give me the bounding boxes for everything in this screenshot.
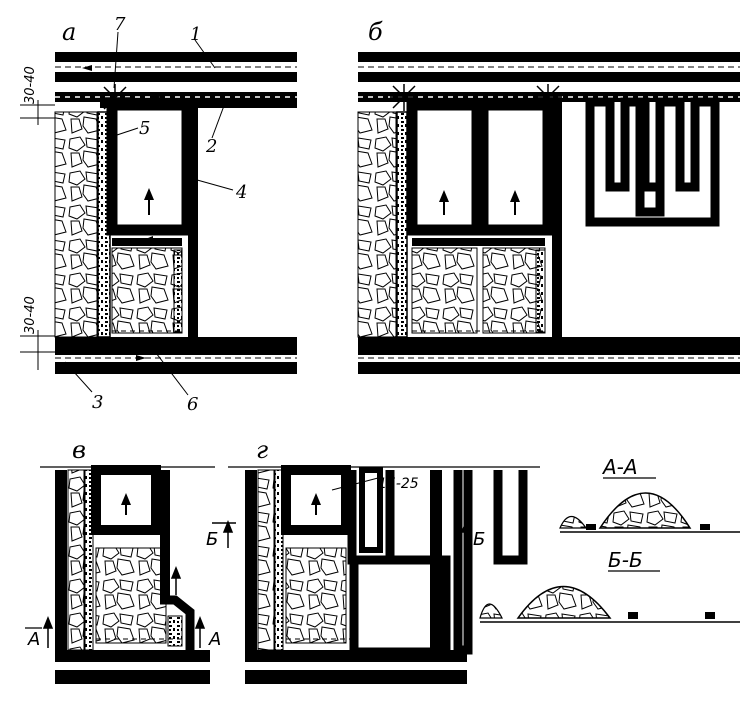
drift-3 <box>55 337 297 355</box>
callout-7: 7 <box>114 14 126 35</box>
stope-b1 <box>406 99 483 236</box>
section-bb-title: Б-Б <box>608 548 643 572</box>
callout-3: 3 <box>92 392 103 413</box>
panel-a: а 1 2 3 4 5 6 7 30-40 30-40 <box>20 14 297 415</box>
section-mark-b-right: Б <box>473 529 485 550</box>
drift-1-bottom <box>55 72 297 82</box>
goaf-rock-right <box>357 111 397 338</box>
dimension-bottom <box>20 330 55 370</box>
callout-1: 1 <box>190 24 201 45</box>
goaf-rock-left <box>54 111 98 338</box>
panel-label-v: в <box>72 436 86 464</box>
callout-5: 5 <box>139 118 150 139</box>
section-bb: Б-Б <box>479 548 740 623</box>
panel-label-b: б <box>368 18 383 46</box>
panel-b: б <box>357 18 740 374</box>
section-aa-title: А-А <box>601 455 638 479</box>
section-mark-a-right: А <box>208 629 221 650</box>
dimension-bottom-label: 30-40 <box>23 296 38 334</box>
dimension-top-label: 30-40 <box>23 66 38 104</box>
up-arrow-icon <box>144 188 154 215</box>
stope-b2 <box>477 99 554 236</box>
section-mark-b-left: Б <box>206 529 218 550</box>
drift-1-top <box>55 52 297 62</box>
section-mark-a-left: А <box>27 629 40 650</box>
panel-label-g: г <box>256 436 268 464</box>
stope-working <box>106 99 193 236</box>
callout-2: 2 <box>205 136 217 157</box>
dimension-top <box>20 100 55 125</box>
panel-label-a: а <box>62 18 76 46</box>
panel-g: Б Б 15-25 г <box>206 436 540 684</box>
up-arrow-icon <box>311 493 321 515</box>
raise-4 <box>188 102 198 352</box>
section-aa: А-А <box>559 455 740 533</box>
up-arrow-icon <box>121 493 131 515</box>
up-arrow-icon <box>510 190 520 215</box>
callout-4: 4 <box>235 182 247 203</box>
drift-2-lower <box>100 102 297 108</box>
crossing-star-7 <box>100 84 130 112</box>
up-arrow-icon <box>439 190 449 215</box>
panel-v: А А в <box>25 436 221 684</box>
mined-block-6 <box>111 247 183 334</box>
dimension-overlap-label: 15-25 <box>378 476 419 492</box>
callout-6: 6 <box>187 394 198 415</box>
